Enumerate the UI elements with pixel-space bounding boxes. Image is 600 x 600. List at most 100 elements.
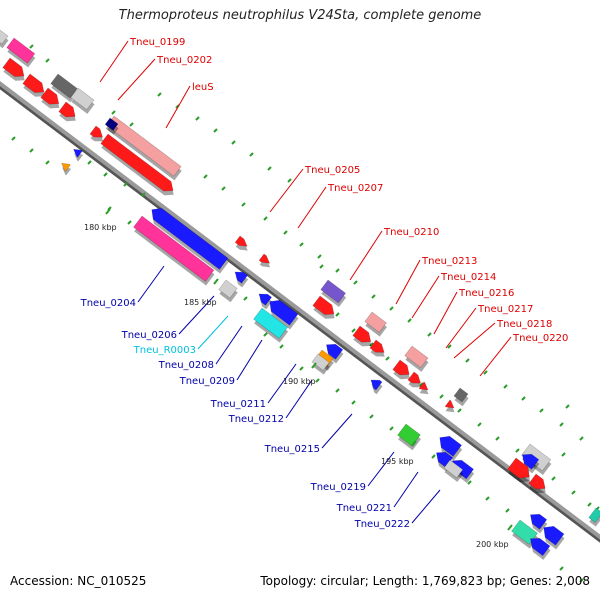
gene-body [392, 359, 410, 376]
tick-200-kbp: 200 kbp [476, 524, 513, 549]
gene-label-tneu_0199: Tneu_0199 [99, 37, 185, 83]
gc-mark [353, 280, 358, 285]
leader-line [393, 471, 419, 508]
gene-body [89, 125, 103, 138]
gc-mark [371, 294, 376, 299]
gene-body [100, 133, 174, 192]
gc-mark [515, 448, 520, 453]
gene-label-text: Tneu_R0003 [133, 345, 196, 356]
gene-tneu-0220 [444, 399, 455, 413]
gene-label-tneu_0216: Tneu_0216 [433, 288, 514, 335]
gc-mark [559, 566, 564, 571]
gene-body [397, 423, 421, 447]
gc-mark [45, 160, 50, 165]
gene-label-tneu_0213: Tneu_0213 [395, 256, 477, 305]
gene-tneu-0218 [407, 371, 422, 388]
gene-label-text: Tneu_0220 [512, 333, 568, 344]
gene-label-text: Tneu_0221 [336, 503, 392, 514]
gene-body [258, 253, 271, 264]
gene-body [418, 381, 429, 391]
leader-line [445, 307, 477, 349]
gene-body [311, 353, 330, 371]
gene-tneu-0200 [22, 73, 45, 97]
gene-body [50, 73, 78, 99]
gene-body [40, 87, 60, 105]
gc-mark [587, 502, 592, 507]
gene-label-tneu_0215: Tneu_0215 [264, 413, 353, 455]
gc-mark [123, 182, 128, 187]
gene-label-text: Tneu_0213 [421, 256, 477, 267]
gene-label-tneu_0219: Tneu_0219 [310, 451, 395, 493]
gene-tneu-0214 [352, 325, 372, 347]
gc-mark [317, 254, 322, 259]
gene-pink-1 [6, 37, 36, 68]
gc-mark [477, 422, 482, 427]
gene-body [326, 343, 344, 360]
gc-mark [263, 216, 268, 221]
gene-body [443, 459, 464, 479]
gene-label-text: Tneu_0215 [264, 444, 320, 455]
gc-mark [565, 404, 570, 409]
gene-body [530, 537, 551, 557]
gene-label-text: Tneu_0212 [228, 414, 284, 425]
gene-blue-lr-3 [543, 525, 565, 550]
tick-185-kbp: 185 kbp [184, 278, 219, 307]
gene-tneu-0216 [404, 345, 429, 372]
gene-grey-light-1 [70, 87, 95, 114]
gene-orange-1 [61, 162, 71, 176]
gc-mark [485, 496, 490, 501]
gc-mark [551, 476, 556, 481]
gene-body [73, 148, 83, 158]
gene-tneu-r0003 [253, 307, 289, 343]
gene-navy-small [104, 117, 119, 135]
gene-label-tneu_0204: Tneu_0204 [80, 265, 165, 309]
gene-body [369, 339, 385, 353]
gene-tneu-0199 [2, 57, 25, 81]
gene-tneu-0217 [392, 359, 410, 380]
gene-body [364, 311, 387, 333]
gene-shadow [419, 386, 429, 395]
gc-mark [157, 92, 162, 97]
gc-mark [467, 480, 472, 485]
tick-mark [507, 524, 513, 531]
gc-mark [385, 356, 390, 361]
gc-mark [299, 242, 304, 247]
gene-pink-long [133, 215, 215, 286]
gc-mark [29, 44, 34, 49]
gc-skew-marks [11, 44, 600, 583]
gc-mark [369, 342, 374, 347]
gc-mark [315, 378, 320, 383]
gene-red-lr-2 [528, 473, 546, 494]
gene-label-text: Tneu_0210 [383, 227, 439, 238]
tick-label: 190 kbp [283, 377, 316, 386]
gene-body [234, 271, 249, 284]
gene-label-text: Tneu_0204 [80, 298, 136, 309]
gene-body [407, 371, 421, 384]
gc-mark [559, 422, 564, 427]
gc-mark [495, 436, 500, 441]
gene-body [151, 207, 229, 270]
gene-body [521, 443, 552, 472]
gc-mark [407, 318, 412, 323]
gene-body [507, 457, 530, 479]
gc-mark [579, 578, 584, 583]
leader-line [395, 259, 421, 305]
leader-line [267, 363, 297, 404]
gc-mark [389, 306, 394, 311]
gc-mark [457, 408, 462, 413]
leader-line [117, 58, 156, 101]
gc-mark [369, 414, 374, 419]
gene-body [320, 279, 346, 304]
gc-mark [111, 110, 116, 115]
gene-tneu-0210 [312, 295, 335, 319]
gc-mark [571, 490, 576, 495]
gene-label-text: Tneu_0219 [310, 482, 366, 493]
gene-body [2, 57, 25, 77]
gene-body [453, 387, 469, 403]
gene-tneu-0207 [258, 253, 271, 268]
gene-body [61, 162, 71, 172]
gc-mark [483, 370, 488, 375]
gene-tneu-0212 [370, 379, 383, 395]
gc-mark [241, 202, 246, 207]
